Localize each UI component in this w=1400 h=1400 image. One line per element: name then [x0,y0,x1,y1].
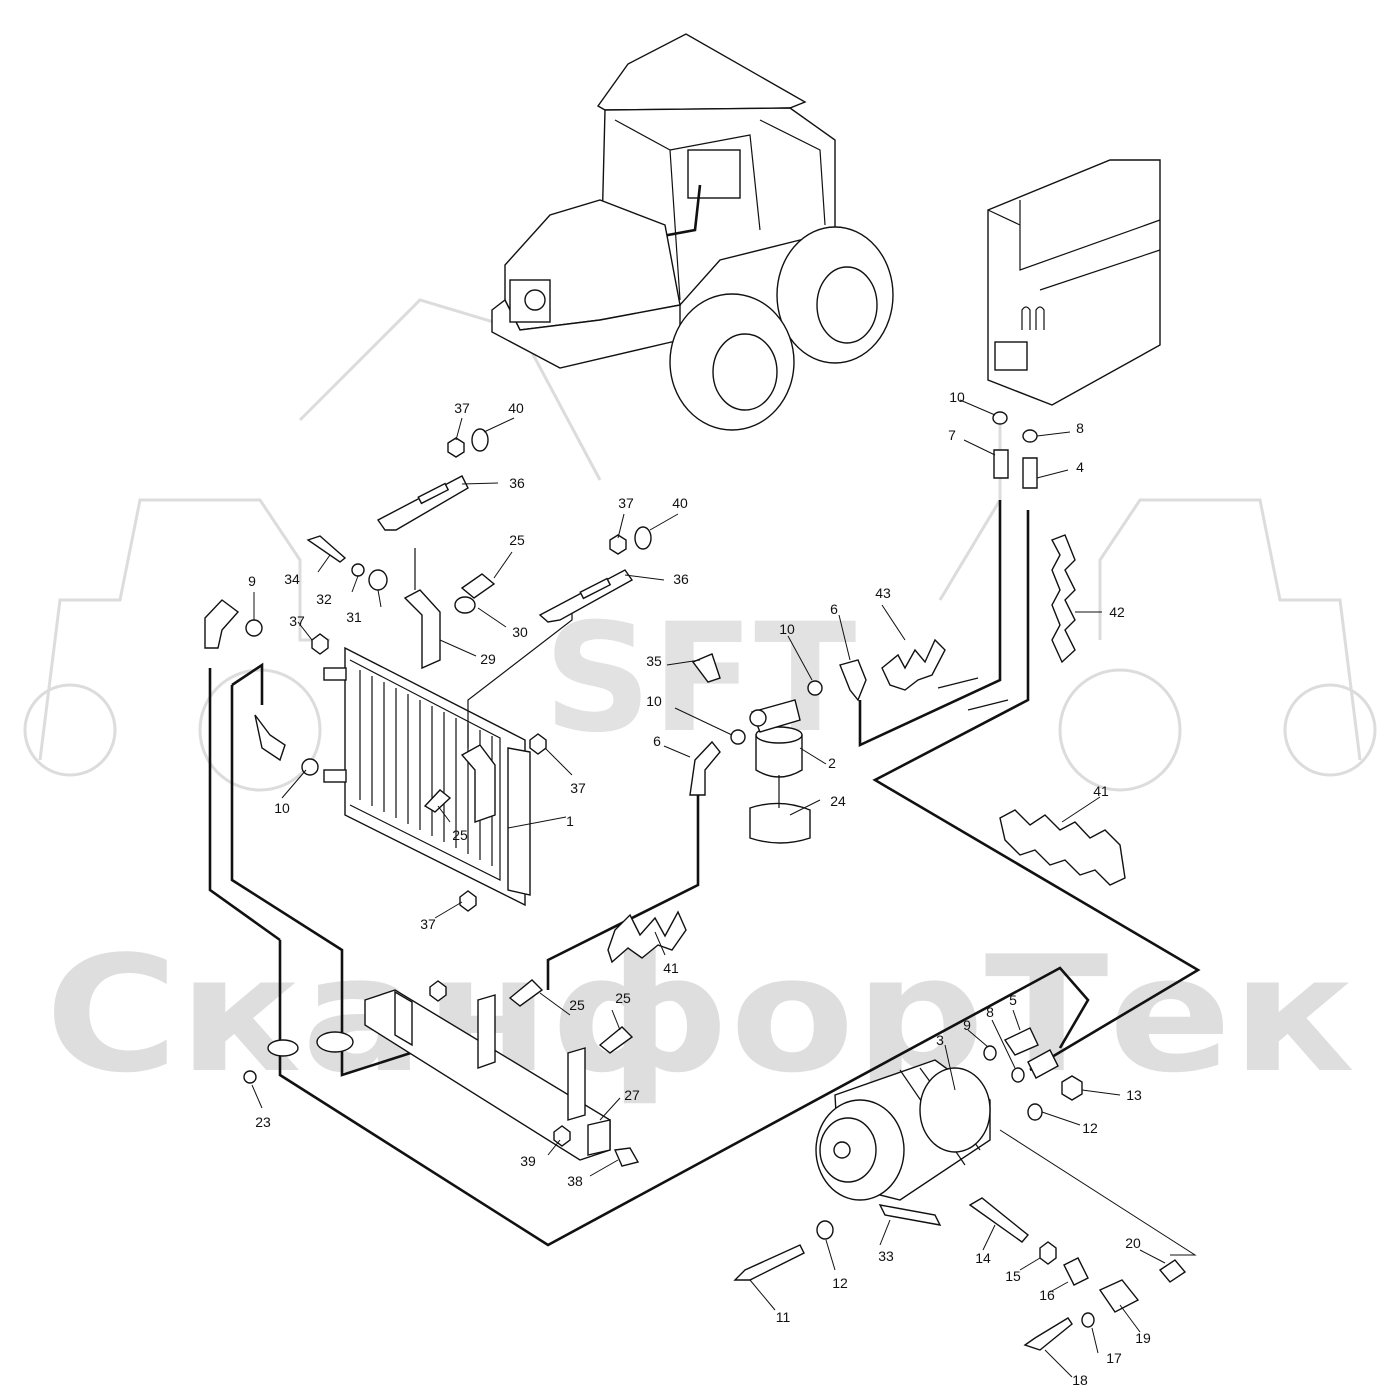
callout-41-b: 41 [663,960,679,976]
callout-37-e: 37 [420,916,436,932]
callout-3: 3 [936,1032,944,1048]
watermark-logo: SFT [544,592,857,766]
callout-10-a: 10 [949,389,965,405]
tractor-illustration [491,33,894,431]
callout-15: 15 [1005,1268,1021,1284]
callout-10-d: 10 [646,693,662,709]
callout-34: 34 [284,571,300,587]
watermark: SFT СканфорТек [23,298,1377,1108]
callout-25-c: 25 [569,997,585,1013]
callout-16: 16 [1039,1287,1055,1303]
callout-4: 4 [1076,459,1084,475]
watermark-tractor-left [23,298,602,792]
callout-labels: 1 2 3 4 5 6 6 7 8 8 9 9 10 10 10 10 11 1… [248,389,1151,1388]
callout-9-b: 9 [963,1017,971,1033]
callout-10-c: 10 [779,621,795,637]
watermark-text: СканфорТек [45,921,1355,1108]
callout-27: 27 [624,1087,640,1103]
receiver-drier [749,699,811,844]
callout-36-b: 36 [673,571,689,587]
callout-40-b: 40 [672,495,688,511]
callout-12-a: 12 [832,1275,848,1291]
callout-12-b: 12 [1082,1120,1098,1136]
callout-24: 24 [830,793,846,809]
callout-43: 43 [875,585,891,601]
callout-42: 42 [1109,604,1125,620]
callout-8-a: 8 [1076,420,1084,436]
callout-35: 35 [646,653,662,669]
callout-37-b: 37 [618,495,634,511]
callout-19: 19 [1135,1330,1151,1346]
callout-25-d: 25 [615,990,631,1006]
callout-38: 38 [567,1173,583,1189]
callout-18: 18 [1072,1372,1088,1388]
callout-41-a: 41 [1093,783,1109,799]
callout-33: 33 [878,1248,894,1264]
hose-clamp-strips [607,534,1126,964]
condenser [323,548,573,907]
callout-14: 14 [975,1250,991,1266]
callout-11: 11 [776,1309,791,1325]
callout-17: 17 [1106,1350,1122,1366]
callout-32: 32 [316,591,332,607]
callout-40-a: 40 [508,400,524,416]
callout-8-b: 8 [986,1004,994,1020]
mounting-straps [376,475,634,623]
evaporator-unit [987,159,1161,406]
callout-13: 13 [1126,1087,1142,1103]
callout-2: 2 [828,755,836,771]
callout-30: 30 [512,624,528,640]
hardware [204,411,1187,1351]
callout-37-a: 37 [454,400,470,416]
callout-39: 39 [520,1153,536,1169]
compressor [815,1059,991,1226]
callout-5: 5 [1009,992,1017,1008]
callout-37-c: 37 [289,613,305,629]
callout-6-b: 6 [653,733,661,749]
callout-23: 23 [255,1114,271,1130]
callout-25-a: 25 [509,532,525,548]
leader-lines [251,399,1197,1378]
callout-7: 7 [948,427,956,443]
callout-37-d: 37 [570,780,586,796]
callout-29: 29 [480,651,496,667]
callout-1: 1 [566,813,574,829]
callout-10-b: 10 [274,800,290,816]
callout-36-a: 36 [509,475,525,491]
callout-25-b: 25 [452,827,468,843]
callout-31: 31 [346,609,362,625]
callout-9-a: 9 [248,573,256,589]
callout-20: 20 [1125,1235,1141,1251]
mounting-bracket [364,989,611,1161]
callout-6-a: 6 [830,601,838,617]
